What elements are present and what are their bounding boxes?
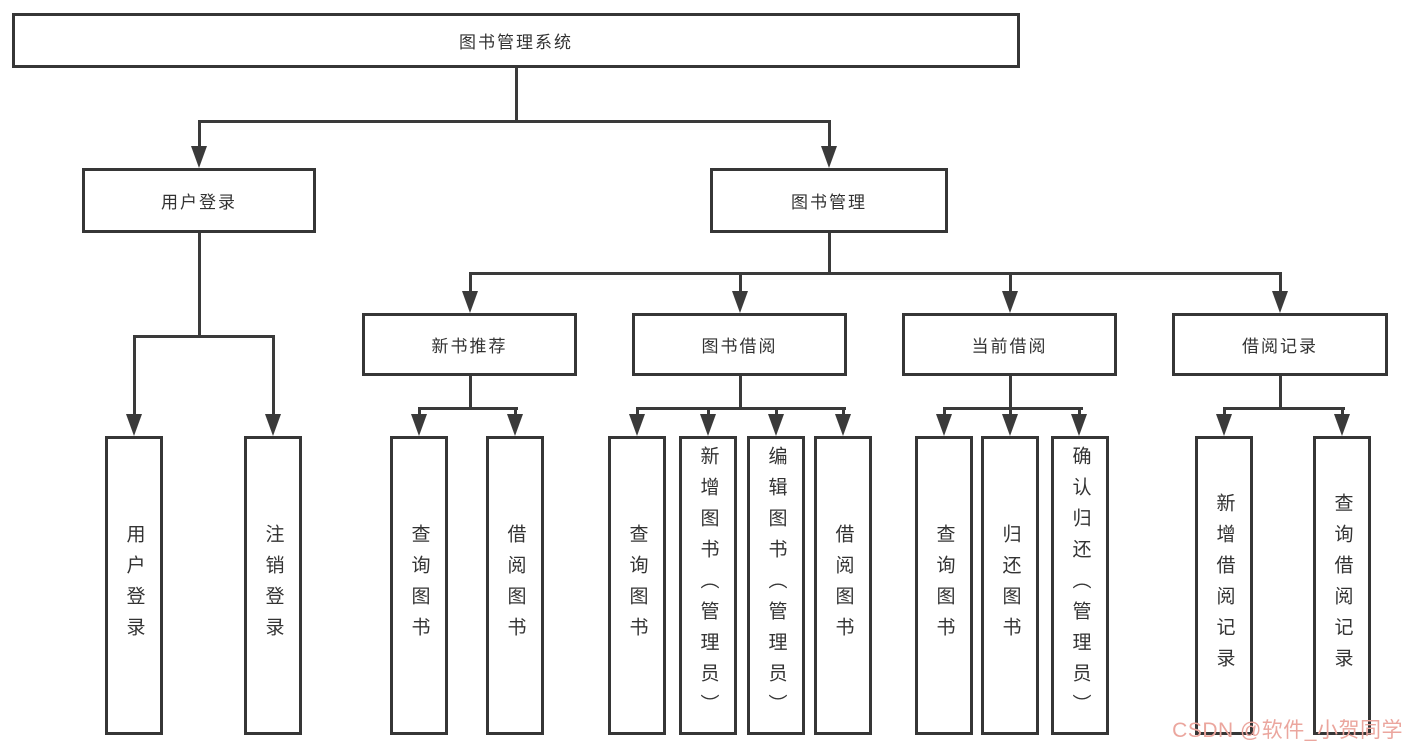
leaf-add-books-admin: 新增图书（管理员） <box>679 436 737 735</box>
node-label: 借阅图书 <box>504 523 526 648</box>
leaf-confirm-return-admin: 确认归还（管理员） <box>1051 436 1109 735</box>
node-label: 图书借阅 <box>701 337 778 356</box>
connector-leaf-bus <box>636 407 846 410</box>
node-label: 借阅图书 <box>832 523 854 648</box>
connector-branch-stem <box>1009 376 1012 407</box>
leaf-logout: 注销登录 <box>244 436 302 735</box>
arrowhead <box>936 414 952 436</box>
connector-root-stem <box>515 68 518 120</box>
leaf-query-books-current: 查询图书 <box>915 436 973 735</box>
arrowhead <box>1272 291 1288 313</box>
arrowhead <box>411 414 427 436</box>
arrowhead <box>1071 414 1087 436</box>
node-label: 当前借阅 <box>971 337 1048 356</box>
connector-level2-bus <box>198 120 831 123</box>
connector-drop-leaf <box>775 407 778 417</box>
leaf-edit-books-admin: 编辑图书（管理员） <box>747 436 805 735</box>
node-label: 新书推荐 <box>431 337 508 356</box>
node-label: 归还图书 <box>999 523 1021 648</box>
arrowhead <box>732 291 748 313</box>
connector-drop-user-login <box>198 120 201 146</box>
leaf-borrow-books-borrowing: 借阅图书 <box>814 436 872 735</box>
leaf-add-borrow-record: 新增借阅记录 <box>1195 436 1253 735</box>
connector-branch-stem <box>739 376 742 407</box>
connector-drop-leaf <box>1078 407 1081 417</box>
node-label: 确认归还（管理员） <box>1069 446 1091 725</box>
connector-drop-leaf <box>1009 407 1012 417</box>
arrowhead <box>629 414 645 436</box>
arrowhead <box>1002 414 1018 436</box>
connector-drop-leaf <box>1223 407 1226 417</box>
node-label: 图书管理系统 <box>459 33 573 52</box>
node-library-management-system: 图书管理系统 <box>12 13 1020 68</box>
node-label: 新增借阅记录 <box>1213 492 1235 679</box>
connector-user-login-bus <box>133 335 275 338</box>
leaf-query-books-recommend: 查询图书 <box>390 436 448 735</box>
node-book-borrowing: 图书借阅 <box>632 313 847 376</box>
connector-leaf-bus <box>418 407 518 410</box>
connector-book-management-stem <box>828 233 831 272</box>
arrowhead <box>835 414 851 436</box>
node-user-login: 用户登录 <box>82 168 316 233</box>
connector-drop-branch <box>1009 272 1012 291</box>
arrowhead <box>126 414 142 436</box>
node-label: 图书管理 <box>791 193 867 212</box>
connector-level3-bus <box>469 272 1282 275</box>
connector-drop-leaf <box>1341 407 1344 417</box>
leaf-query-borrow-record: 查询借阅记录 <box>1313 436 1371 735</box>
connector-drop-leaf <box>943 407 946 417</box>
connector-drop-branch <box>739 272 742 291</box>
connector-drop-leaf <box>418 407 421 417</box>
leaf-user-login: 用户登录 <box>105 436 163 735</box>
arrowhead <box>1002 291 1018 313</box>
arrowhead <box>191 146 207 168</box>
node-book-management: 图书管理 <box>710 168 948 233</box>
node-label: 新增图书（管理员） <box>697 446 719 725</box>
connector-drop-leaf <box>636 407 639 417</box>
leaf-query-books-borrowing: 查询图书 <box>608 436 666 735</box>
connector-drop-book-management <box>828 120 831 146</box>
node-label: 用户登录 <box>161 193 237 212</box>
connector-drop-leaf <box>514 407 517 417</box>
arrowhead <box>700 414 716 436</box>
arrowhead <box>1216 414 1232 436</box>
connector-branch-stem <box>1279 376 1282 407</box>
node-label: 注销登录 <box>262 523 284 648</box>
node-borrowing-records: 借阅记录 <box>1172 313 1388 376</box>
connector-drop-branch <box>1279 272 1282 291</box>
leaf-return-books: 归还图书 <box>981 436 1039 735</box>
arrowhead <box>821 146 837 168</box>
node-label: 编辑图书（管理员） <box>765 446 787 725</box>
connector-drop-leaf <box>133 335 136 414</box>
node-label: 查询图书 <box>408 523 430 648</box>
arrowhead <box>1334 414 1350 436</box>
arrowhead <box>265 414 281 436</box>
connector-drop-branch <box>469 272 472 291</box>
leaf-borrow-books-recommend: 借阅图书 <box>486 436 544 735</box>
connector-leaf-bus <box>1223 407 1345 410</box>
arrowhead <box>507 414 523 436</box>
watermark-text: CSDN @软件_小贺同学 <box>1172 719 1403 742</box>
node-label: 用户登录 <box>123 523 145 648</box>
node-current-borrowing: 当前借阅 <box>902 313 1117 376</box>
node-new-book-recommendation: 新书推荐 <box>362 313 577 376</box>
arrowhead <box>768 414 784 436</box>
node-label: 借阅记录 <box>1242 337 1318 356</box>
connector-drop-leaf <box>707 407 710 417</box>
connector-drop-leaf <box>842 407 845 417</box>
node-label: 查询借阅记录 <box>1331 492 1353 679</box>
connector-branch-stem <box>469 376 472 407</box>
connector-user-login-stem <box>198 233 201 335</box>
arrowhead <box>462 291 478 313</box>
node-label: 查询图书 <box>933 523 955 648</box>
connector-leaf-bus <box>943 407 1083 410</box>
connector-drop-leaf <box>272 335 275 414</box>
node-label: 查询图书 <box>626 523 648 648</box>
